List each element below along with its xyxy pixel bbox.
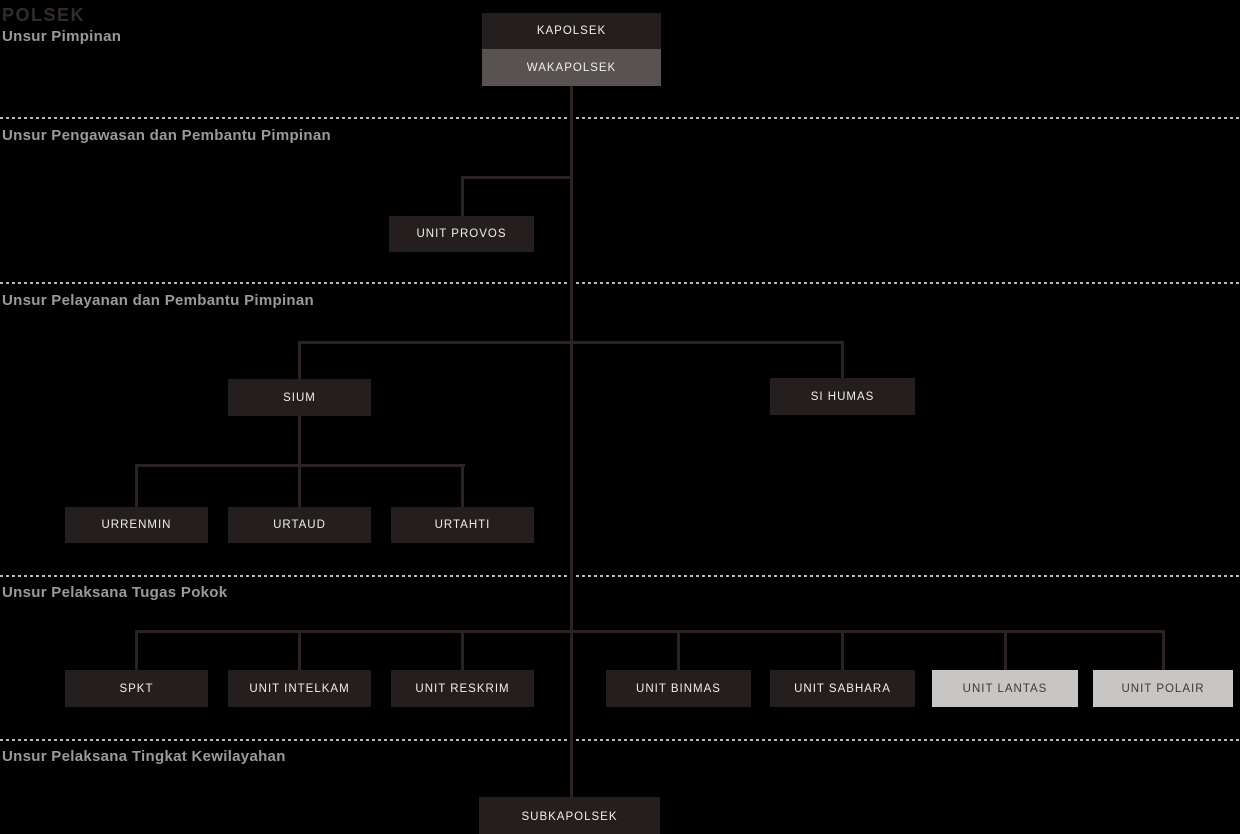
connector-line — [298, 630, 301, 670]
connector-line — [841, 341, 844, 378]
org-node-si-humas: SI HUMAS — [770, 378, 915, 415]
section-divider — [0, 117, 1240, 119]
org-node-unit-polair: UNIT POLAIR — [1093, 670, 1233, 707]
connector-line — [461, 176, 572, 179]
connector-line — [298, 341, 301, 379]
connector-line — [461, 464, 464, 507]
page-title: POLSEK — [2, 5, 86, 25]
org-node-unit-reskrim: UNIT RESKRIM — [391, 670, 534, 707]
connector-line — [1162, 630, 1165, 670]
org-node-unit-lantas: UNIT LANTAS — [932, 670, 1078, 707]
section-label-unsur-pengawasan: Unsur Pengawasan dan Pembantu Pimpinan — [2, 127, 331, 144]
org-node-unit-provos: UNIT PROVOS — [389, 216, 534, 252]
connector-line — [461, 630, 464, 670]
section-divider — [0, 575, 1240, 577]
connector-line — [135, 630, 1165, 633]
connector-line — [841, 630, 844, 670]
connector-line — [1004, 630, 1007, 670]
org-node-unit-sabhara: UNIT SABHARA — [770, 670, 915, 707]
connector-line — [677, 630, 680, 670]
org-node-urrenmin: URRENMIN — [65, 507, 208, 543]
connector-line — [135, 464, 138, 507]
connector-trunk — [570, 86, 573, 797]
org-node-urtaud: URTAUD — [228, 507, 371, 543]
org-node-sium: SIUM — [228, 379, 371, 416]
section-label-unsur-pelaksana-tugas-pokok: Unsur Pelaksana Tugas Pokok — [2, 584, 228, 601]
connector-line — [298, 341, 844, 344]
section-divider — [0, 282, 1240, 284]
org-node-kapolsek: KAPOLSEK — [482, 13, 661, 49]
connector-line — [298, 416, 301, 466]
org-node-unit-binmas: UNIT BINMAS — [606, 670, 751, 707]
org-node-unit-intelkam: UNIT INTELKAM — [228, 670, 371, 707]
section-label-unsur-pelayanan: Unsur Pelayanan dan Pembantu Pimpinan — [2, 292, 315, 309]
org-node-subkapolsek: SUBKAPOLSEK — [479, 797, 660, 834]
connector-line — [461, 176, 464, 216]
connector-line — [298, 464, 301, 507]
org-node-urtahti: URTAHTI — [391, 507, 534, 543]
org-node-spkt: SPKT — [65, 670, 208, 707]
connector-line — [135, 630, 138, 670]
section-label-unsur-pelaksana-kewilayahan: Unsur Pelaksana Tingkat Kewilayahan — [2, 748, 286, 765]
section-divider — [0, 739, 1240, 741]
org-node-wakapolsek: WAKAPOLSEK — [482, 49, 661, 86]
section-label-unsur-pimpinan: Unsur Pimpinan — [2, 28, 122, 45]
